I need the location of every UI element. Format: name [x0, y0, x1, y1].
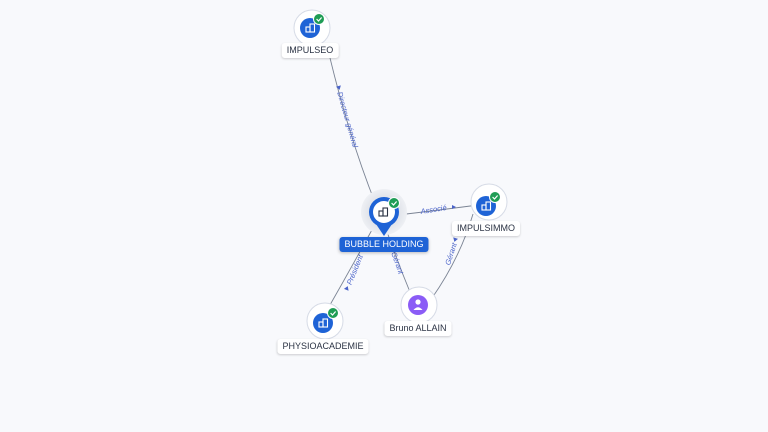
node-label-impulsimmo[interactable]: IMPULSIMMO [451, 221, 521, 236]
building-icon [481, 201, 492, 211]
verified-check-icon [313, 13, 325, 25]
node-label-bubble-holding[interactable]: BUBBLE HOLDING [339, 237, 429, 252]
building-icon [305, 23, 316, 33]
map-pin-icon [376, 224, 392, 236]
node-label-bruno-allain[interactable]: Bruno ALLAIN [384, 321, 452, 336]
edge-arrow [343, 286, 349, 291]
node-physioacademie[interactable] [306, 302, 344, 340]
verified-check-icon [327, 307, 339, 319]
edge-label-gerant-impulsimmo: Gérant [443, 241, 459, 266]
edge-label-gerant-bubble: Gérant [389, 251, 406, 276]
edge-arrow [453, 237, 458, 242]
node-impulsimmo[interactable] [470, 183, 508, 221]
node-bruno-allain[interactable] [400, 286, 438, 324]
verified-check-icon [489, 191, 501, 203]
building-icon [318, 318, 329, 328]
edge-arrow [452, 205, 456, 209]
person-icon [413, 299, 423, 310]
building-icon [378, 207, 389, 217]
edge-impulseo-bubble[interactable] [329, 57, 377, 206]
verified-check-icon [388, 197, 400, 209]
node-bubble-holding[interactable] [361, 189, 407, 236]
edge-label-associe: Associé [419, 203, 447, 216]
node-label-impulseo[interactable]: IMPULSEO [281, 43, 339, 58]
edge-label-president: Président [345, 253, 366, 287]
node-impulseo[interactable] [293, 9, 331, 47]
edge-label-directeur-general: Directeur général [335, 91, 360, 149]
edge-arrow [336, 85, 341, 90]
node-label-physioacademie[interactable]: PHYSIOACADEMIE [277, 339, 369, 354]
